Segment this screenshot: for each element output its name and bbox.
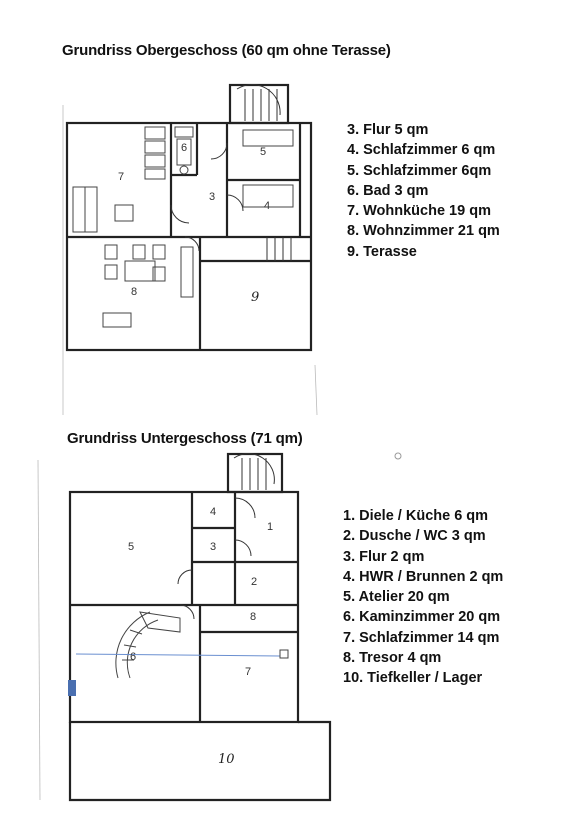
room-number-8: 8 <box>250 611 256 623</box>
fireplace <box>68 680 76 696</box>
room-number-4: 4 <box>264 200 270 212</box>
legend-item: 7. Schlafzimmer 14 qm <box>343 629 500 646</box>
room-number-2: 2 <box>251 576 257 588</box>
room-number-7: 7 <box>245 666 251 678</box>
curved-seating <box>115 611 181 679</box>
legend-item: 6. Bad 3 qm <box>347 182 429 199</box>
legend-item: 5. Atelier 20 qm <box>343 589 450 606</box>
legend-item: 1. Diele / Küche 6 qm <box>343 508 489 524</box>
room-number-5: 5 <box>128 541 134 553</box>
upper-floor-plan: 7 6 3 5 4 8 9 <box>62 83 318 416</box>
room-number-5: 5 <box>260 146 266 158</box>
upper-floor-title: Grundriss Obergeschoss (60 qm ohne Teras… <box>62 42 391 59</box>
room-number-6: 6 <box>130 651 136 663</box>
lower-floor-legend: 1. Diele / Küche 6 qm 2. Dusche / WC 3 q… <box>343 506 503 689</box>
lower-outer-wall <box>68 490 300 724</box>
pipe-line <box>75 653 281 657</box>
room-number-3: 3 <box>209 191 215 203</box>
legend-item: 4. Schlafzimmer 6 qm <box>347 142 496 159</box>
legend-item: 2. Dusche / WC 3 qm <box>343 528 486 545</box>
terrace-stairs <box>266 237 292 261</box>
legend-item: 5. Schlafzimmer 6qm <box>347 162 492 179</box>
legend-item: 7. Wohnküche 19 qm <box>347 203 491 220</box>
room-number-1: 1 <box>267 521 273 533</box>
tiefkeller-walls <box>68 720 332 802</box>
room-number-7: 7 <box>118 171 124 183</box>
scan-mark <box>394 452 402 460</box>
staircase <box>226 452 284 494</box>
staircase <box>228 83 290 125</box>
legend-item: 9. Terasse <box>347 243 417 260</box>
room-number-8: 8 <box>131 286 137 298</box>
lower-floor-title: Grundriss Untergeschoss (71 qm) <box>67 430 303 447</box>
scan-edge-line <box>314 364 318 416</box>
legend-item: 6. Kaminzimmer 20 qm <box>343 609 501 626</box>
scan-edge-line <box>37 459 41 801</box>
room-number-10: 10 <box>218 752 235 767</box>
kitchen-furniture <box>72 126 166 233</box>
legend-item: 10. Tiefkeller / Lager <box>343 670 483 687</box>
room-number-4: 4 <box>210 506 216 518</box>
legend-item: 8. Wohnzimmer 21 qm <box>347 223 500 240</box>
room-number-3: 3 <box>210 541 216 553</box>
living-furniture <box>102 244 194 328</box>
bed <box>242 184 294 208</box>
legend-item: 3. Flur 2 qm <box>343 548 425 565</box>
room-number-6: 6 <box>181 142 187 154</box>
upper-floor-legend: 3. Flur 5 qm 4. Schlafzimmer 6 qm 5. Sch… <box>347 120 500 262</box>
room-number-9: 9 <box>251 290 259 305</box>
lower-floor-plan: 5 4 3 1 2 8 6 7 10 <box>37 452 402 802</box>
legend-item: 8. Tresor 4 qm <box>343 650 442 667</box>
legend-item: 4. HWR / Brunnen 2 qm <box>343 568 504 585</box>
legend-item: 3. Flur 5 qm <box>347 122 429 138</box>
bathroom-fixtures <box>174 126 194 175</box>
bed <box>242 129 294 147</box>
